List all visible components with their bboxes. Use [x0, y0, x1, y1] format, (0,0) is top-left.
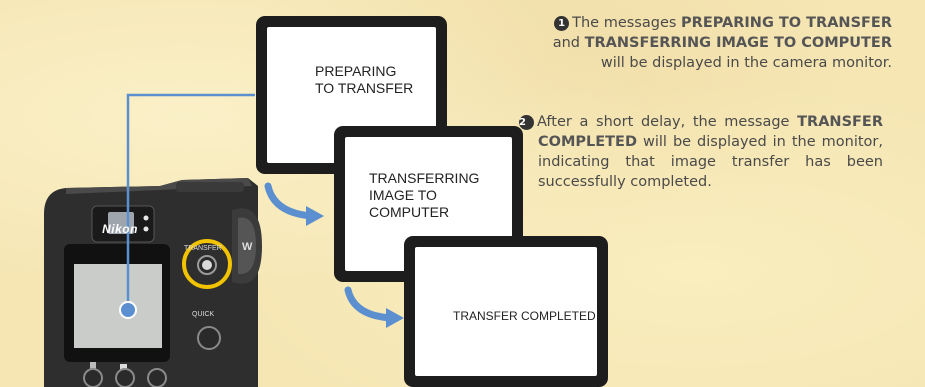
camera-illustration: W — [44, 178, 262, 387]
step-number: 1 — [554, 16, 570, 31]
monitor-message: TRANSFERRING IMAGE TO COMPUTER — [369, 170, 480, 220]
svg-text:W: W — [242, 241, 253, 253]
leader-line — [126, 93, 255, 310]
transfer-label: TRANSFER — [184, 245, 222, 252]
leader-dot — [119, 301, 137, 319]
arrow-to-completed — [344, 286, 404, 328]
camera-brand-logo: Nikon — [102, 222, 138, 236]
arrow-to-transferring — [264, 182, 324, 226]
step-number: 2 — [519, 115, 534, 130]
monitor-message: TRANSFER COMPLETED — [453, 309, 596, 323]
monitor-screen — [415, 247, 597, 376]
transfer-button-highlight — [182, 239, 232, 289]
monitor-completed: TRANSFER COMPLETED — [404, 236, 608, 387]
monitor-message: PREPARING TO TRANSFER — [315, 63, 414, 96]
quick-label: QUICK — [192, 311, 215, 318]
